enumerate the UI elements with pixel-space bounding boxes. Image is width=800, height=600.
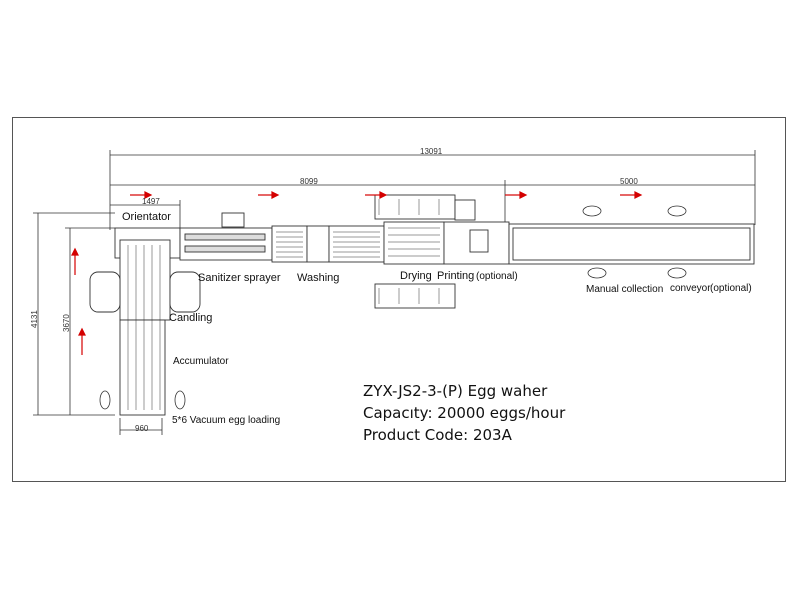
flow-arrow-icon xyxy=(620,191,643,199)
bottom-fan-bank xyxy=(374,283,456,309)
drying-section xyxy=(383,221,445,265)
flow-arrow-icon xyxy=(258,191,280,199)
total-height-label: 4131 xyxy=(30,310,39,328)
flow-arrow-icon xyxy=(71,247,79,275)
operator-icon xyxy=(667,205,687,217)
capacity-text: Capacıty: 20000 eggs/hour xyxy=(363,404,566,422)
control-box xyxy=(454,199,476,221)
flow-arrow-icon xyxy=(365,191,388,199)
operator-icon xyxy=(174,390,186,410)
flow-arrow-icon xyxy=(130,191,153,199)
top-fan-bank xyxy=(374,194,456,220)
sanitizer-label: Sanitizer sprayer xyxy=(198,272,281,284)
washing-section-3 xyxy=(328,225,385,263)
operator-icon xyxy=(587,267,607,279)
orientator-motor xyxy=(221,212,245,228)
washing-section-1 xyxy=(271,225,308,263)
operator-icon xyxy=(667,267,687,279)
printing-label: Printing xyxy=(437,270,475,282)
orientator-offset-label: 1497 xyxy=(142,197,160,206)
candling-section xyxy=(119,239,171,321)
printing-note: (optional) xyxy=(476,271,518,282)
conveyor-length-label: 5000 xyxy=(620,177,638,186)
operator-icon xyxy=(582,205,602,217)
printer-head xyxy=(469,229,489,253)
conveyor-label: conveyor xyxy=(670,283,711,294)
washing-label: Washing xyxy=(297,272,340,284)
overall-length-label: 13091 xyxy=(420,147,443,156)
washing-section-2 xyxy=(306,225,330,263)
orientator-label: Orientator xyxy=(122,211,171,223)
flow-arrow-icon xyxy=(505,191,528,199)
drying-label: Drying xyxy=(400,270,432,282)
line-length-label: 8099 xyxy=(300,177,318,186)
candling-label: Candling xyxy=(169,312,213,324)
accumulator-section xyxy=(119,319,166,416)
accumulator-label: Accumulator xyxy=(173,356,229,367)
candling-side-left xyxy=(89,271,121,313)
inner-height-label: 3670 xyxy=(62,314,71,332)
drawing-frame xyxy=(12,117,786,482)
operator-icon xyxy=(99,390,111,410)
flow-arrow-icon xyxy=(78,327,86,355)
conveyor-note: (optional) xyxy=(710,283,752,294)
candling-side-right xyxy=(169,271,201,313)
model-title: ZYX-JS2-3-(P) Egg waher xyxy=(363,382,548,400)
manual-collection-label: Manual collection xyxy=(586,284,664,295)
sanitizer-section xyxy=(179,227,273,261)
loading-width-label: 960 xyxy=(135,424,149,433)
vacuum-loading-label: 5*6 Vacuum egg loading xyxy=(172,415,281,426)
product-code-text: Product Code: 203A xyxy=(363,426,512,444)
